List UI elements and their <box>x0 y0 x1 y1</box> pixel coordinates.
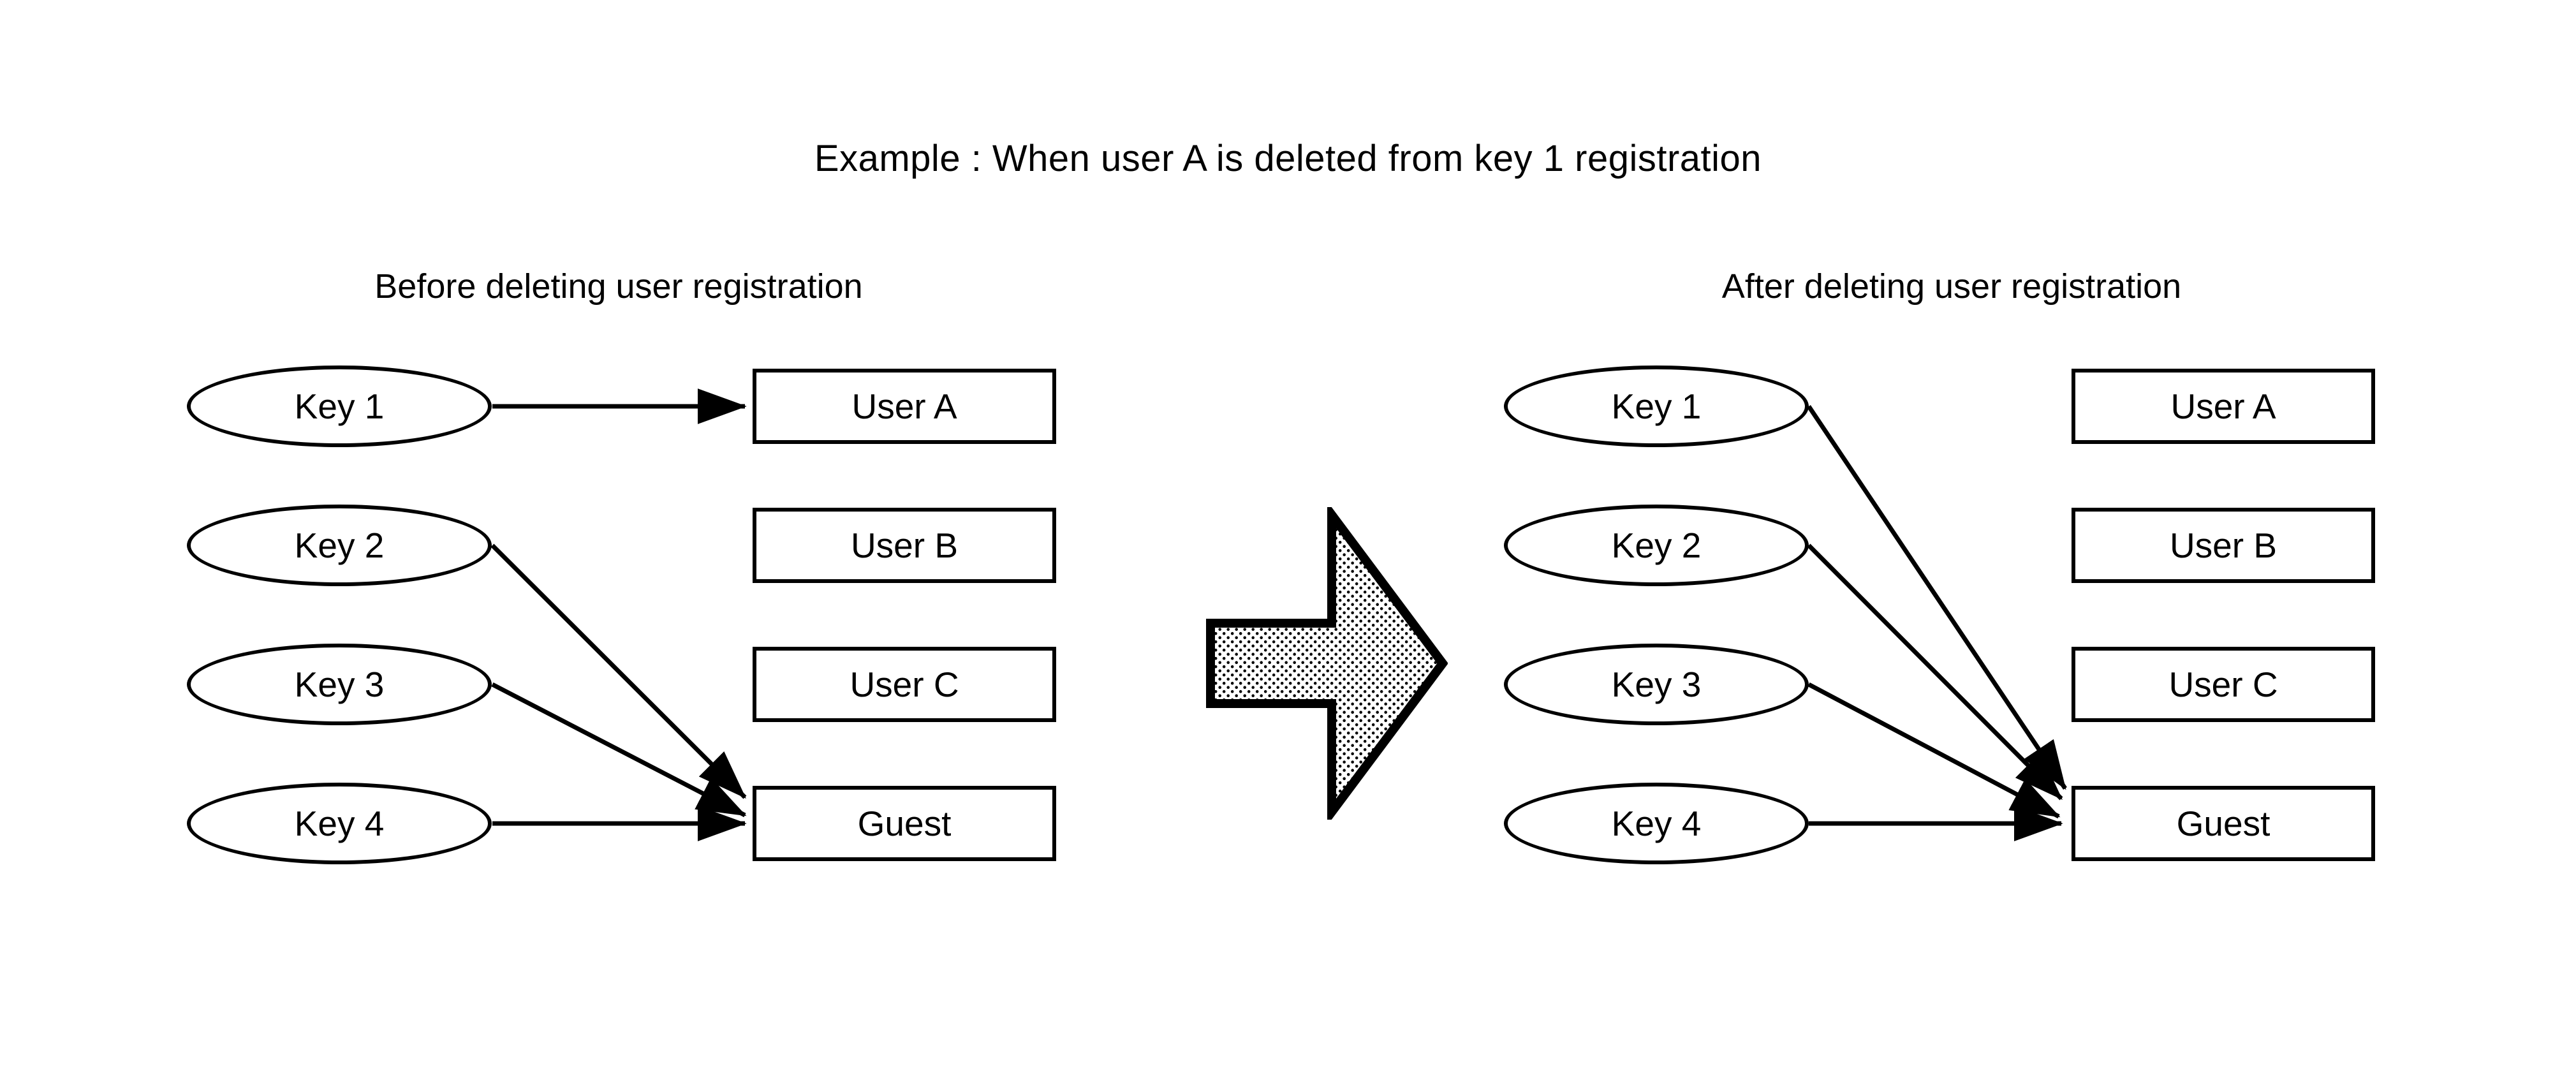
node-before-guest[interactable]: Guest <box>753 786 1056 861</box>
node-after-user-c[interactable]: User C <box>2072 647 2375 722</box>
edge-before-key2-guest <box>490 543 747 799</box>
node-after-user-b[interactable]: User B <box>2072 508 2375 583</box>
node-before-key-2[interactable]: Key 2 <box>187 505 492 586</box>
node-label: Key 1 <box>294 387 385 426</box>
node-after-key-3[interactable]: Key 3 <box>1504 644 1809 725</box>
transition-arrow-icon <box>1206 507 1448 820</box>
node-before-key-1[interactable]: Key 1 <box>187 365 492 447</box>
page-title: Example : When user A is deleted from ke… <box>814 138 1762 179</box>
node-before-user-c[interactable]: User C <box>753 647 1056 722</box>
node-label: Key 2 <box>294 526 385 565</box>
node-label: User C <box>850 665 959 704</box>
node-before-key-3[interactable]: Key 3 <box>187 644 492 725</box>
node-label: Key 1 <box>1611 387 1702 426</box>
node-label: Key 4 <box>294 804 385 843</box>
node-label: User A <box>851 387 957 426</box>
edge-before-key3-guest <box>491 682 747 818</box>
edge-after-key1-guest <box>1807 405 2067 790</box>
node-after-key-1[interactable]: Key 1 <box>1504 365 1809 447</box>
panel-heading-before: Before deleting user registration <box>374 267 863 306</box>
node-after-key-4[interactable]: Key 4 <box>1504 783 1809 864</box>
panel-heading-after: After deleting user registration <box>1721 267 2182 306</box>
node-label: Guest <box>2176 804 2271 843</box>
node-before-user-b[interactable]: User B <box>753 508 1056 583</box>
edge-after-key3-guest <box>1807 682 2061 819</box>
node-after-guest[interactable]: Guest <box>2072 786 2375 861</box>
node-label: User B <box>2169 526 2278 565</box>
node-label: Key 2 <box>1611 526 1702 565</box>
node-label: Key 3 <box>1611 665 1702 704</box>
node-label: Key 4 <box>1611 804 1702 843</box>
node-label: Key 3 <box>294 665 385 704</box>
node-before-key-4[interactable]: Key 4 <box>187 783 492 864</box>
node-label: Guest <box>857 804 952 843</box>
edge-after-key2-guest <box>1807 543 2063 801</box>
node-label: User A <box>2170 387 2276 426</box>
node-after-key-2[interactable]: Key 2 <box>1504 505 1809 586</box>
node-after-user-a[interactable]: User A <box>2072 369 2375 444</box>
node-label: User C <box>2168 665 2278 704</box>
node-label: User B <box>850 526 959 565</box>
node-before-user-a[interactable]: User A <box>753 369 1056 444</box>
